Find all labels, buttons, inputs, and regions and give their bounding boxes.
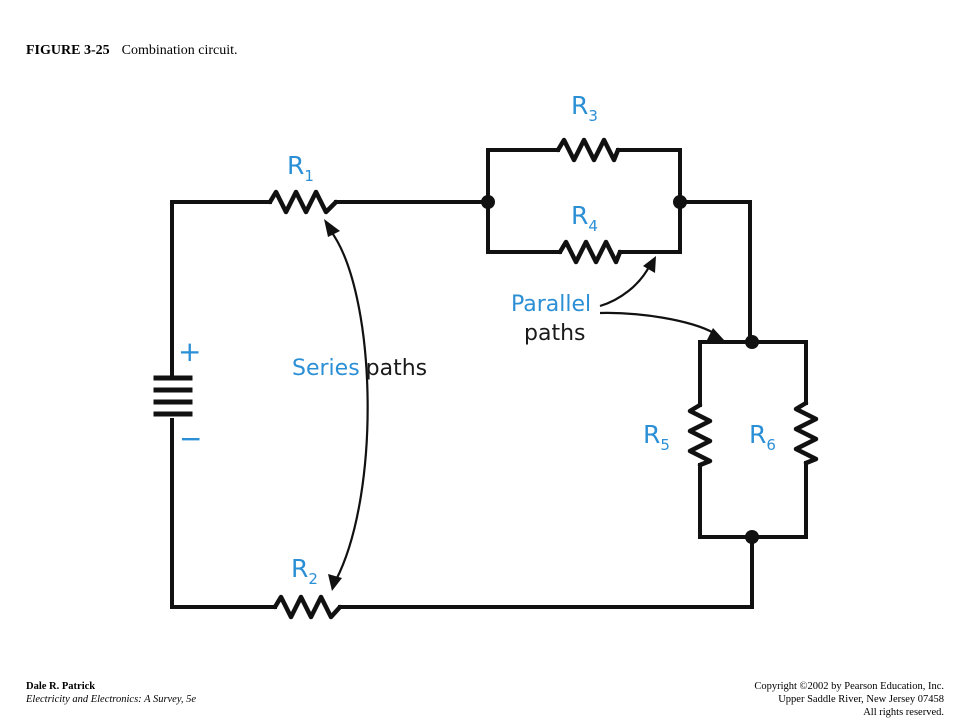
footer-book-title: Electricity and Electronics: A Survey, 5… <box>26 694 197 705</box>
wire-to-lower-parallel <box>678 200 752 344</box>
battery-plus-sign: + <box>178 335 201 368</box>
series-word: Series <box>292 356 360 381</box>
series-arrow <box>329 229 369 581</box>
resistor-r1-subscript: 1 <box>304 167 314 185</box>
resistor-r6-label: R6 <box>749 420 776 454</box>
resistor-r1-symbol <box>267 189 339 215</box>
resistor-r4-symbol <box>557 239 623 265</box>
resistor-r5-subscript: 5 <box>660 436 670 454</box>
resistor-r5-label: R5 <box>643 420 670 454</box>
figure-number: FIGURE 3-25 <box>26 43 110 58</box>
wires <box>170 148 808 609</box>
parallel-arrow-to-r4 <box>599 264 651 308</box>
resistor-r3-name: R <box>571 91 588 120</box>
resistor-r6-subscript: 6 <box>766 436 776 454</box>
footer-author: Dale R. Patrick <box>26 681 96 692</box>
resistor-r4-label: R4 <box>571 201 598 235</box>
resistor-r3-subscript: 3 <box>588 107 598 125</box>
footer-copyright: Copyright ©2002 by Pearson Education, In… <box>754 680 944 719</box>
wire-bottom-right <box>338 535 754 609</box>
resistor-r5-symbol <box>687 402 713 468</box>
junction-node <box>745 335 759 349</box>
resistor-r2-label: R2 <box>291 554 318 588</box>
resistor-r4-subscript: 4 <box>588 217 598 235</box>
parallel-arrow-to-lower <box>599 311 715 334</box>
series-arrow-head-bottom <box>328 574 342 591</box>
footer-credits: Dale R. Patrick Electricity and Electron… <box>26 680 196 706</box>
resistor-r6-symbol <box>793 400 819 466</box>
parallel-word: Parallel <box>511 292 591 317</box>
wire-top-left <box>170 200 272 377</box>
series-paths-word: paths <box>366 356 427 381</box>
parallel-arrow-head-r4 <box>643 256 656 273</box>
resistor-r6-name: R <box>749 420 766 449</box>
resistor-r1-name: R <box>287 151 304 180</box>
resistor-r2-name: R <box>291 554 308 583</box>
resistor-r2-symbol <box>272 594 343 620</box>
resistor-r2-subscript: 2 <box>308 570 318 588</box>
battery-minus-sign: − <box>179 422 202 455</box>
battery-symbol <box>153 375 193 417</box>
parallel-arrow-head-lower <box>707 328 724 340</box>
footer-copyright-line: Copyright ©2002 by Pearson Education, In… <box>754 681 944 692</box>
resistor-r5-name: R <box>643 420 660 449</box>
junction-node <box>481 195 495 209</box>
wire-left-lower <box>170 418 277 609</box>
figure-title: Combination circuit. <box>121 43 238 58</box>
footer-publisher-line: Upper Saddle River, New Jersey 07458 <box>778 694 944 705</box>
junction-node <box>745 530 759 544</box>
footer-rights-line: All rights reserved. <box>863 707 944 718</box>
junction-node <box>673 195 687 209</box>
parallel-paths-word: paths <box>524 321 585 346</box>
series-arrow-head-top <box>324 219 340 237</box>
resistor-r3-symbol <box>555 137 621 163</box>
figure-caption: FIGURE 3-25 Combination circuit. <box>26 43 238 59</box>
resistor-r3-label: R3 <box>571 91 598 125</box>
resistor-r1-label: R1 <box>287 151 314 185</box>
resistor-r4-name: R <box>571 201 588 230</box>
